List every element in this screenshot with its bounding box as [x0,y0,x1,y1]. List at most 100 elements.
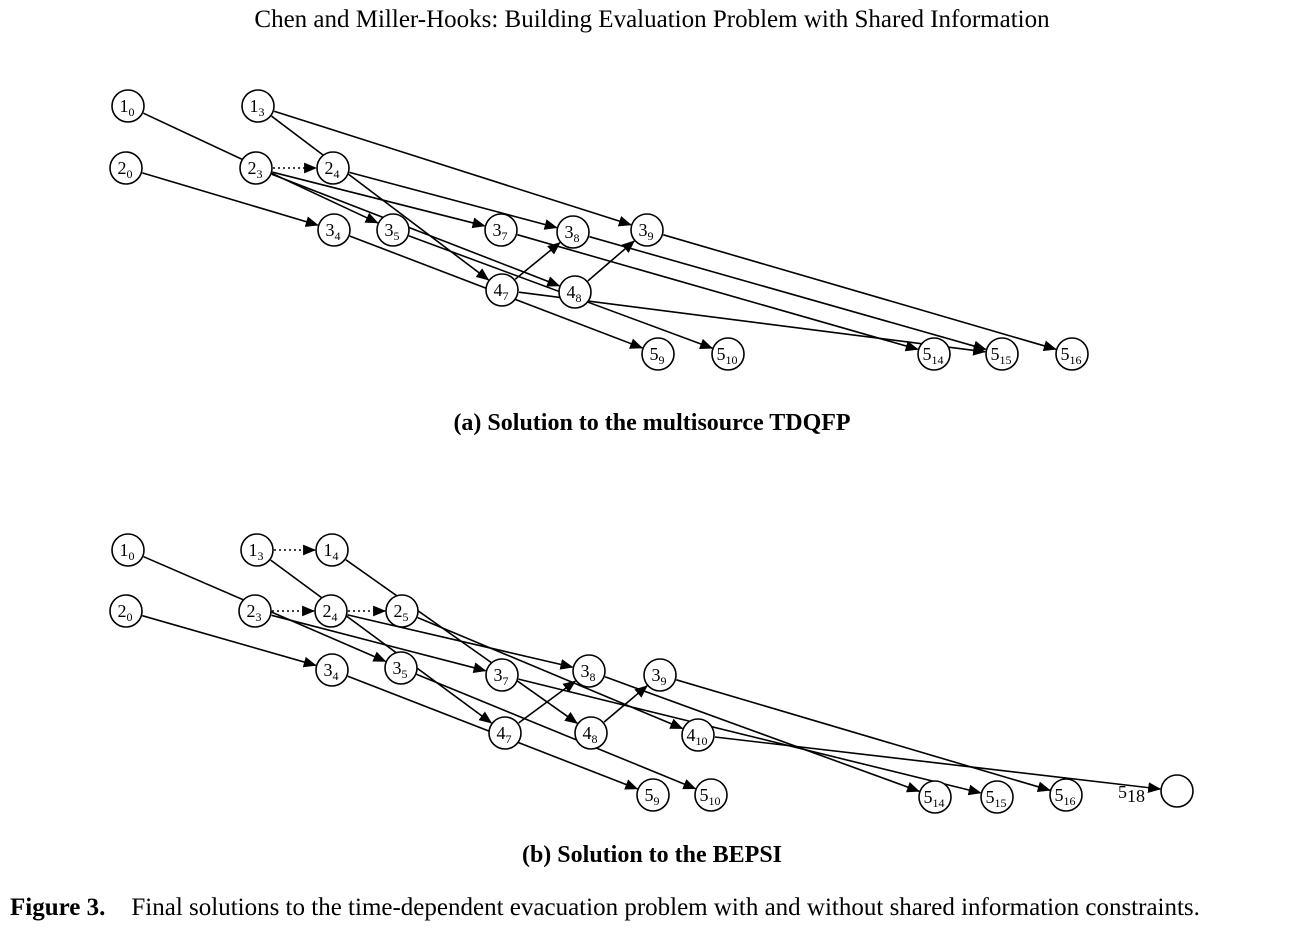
node-label-main: 3 [581,661,590,681]
node-label-subscript: 9 [659,353,665,367]
node-label-subscript: 0 [127,610,133,624]
node-label-main: 3 [494,665,503,685]
node-label-subscript: 9 [661,674,667,688]
node-label: 516 [1061,344,1082,367]
node-label-subscript: 4 [334,167,340,181]
node-label-subscript: 5 [403,610,409,624]
node-label: 59 [650,344,665,367]
node-label-main: 5 [923,344,932,364]
node-b-2_5: 25 [385,594,419,628]
node-circle [240,533,274,567]
node-a-4_7: 47 [485,273,519,307]
node-circle [985,337,1019,371]
node-a-3_7: 37 [484,213,518,247]
node-label-main: 5 [1055,785,1064,805]
node-label-main: 5 [645,785,654,805]
edge-b-4_10-to-5_18 [714,736,1162,793]
edge-a-2_3-to-4_8 [271,173,561,287]
node-circle [643,658,677,692]
node-b-4_10: 410 [681,718,715,752]
node-circle [314,594,348,628]
node-label-subscript: 7 [503,289,509,303]
node-label-main: 3 [639,220,648,240]
node-label: 47 [494,280,509,303]
node-label-subscript: 7 [503,674,509,688]
edge-a-3_9-to-5_16 [663,234,1057,352]
node-label: 34 [324,660,339,683]
node-label-main: 2 [248,158,257,178]
node-label-subscript: 15 [995,796,1007,810]
node-label-main: 2 [325,158,334,178]
node-label-subscript: 3 [259,105,265,119]
node-label-subscript: 15 [1000,353,1012,367]
node-b-1_4: 14 [315,533,349,567]
node-circle [316,151,350,185]
node-label: 37 [494,665,509,688]
node-label-main: 3 [324,660,333,680]
node-b-2_0: 20 [109,594,143,628]
edge-a-2_4-to-3_8 [349,171,558,230]
node-label-subscript: 18 [1127,786,1145,806]
node-circle [238,594,272,628]
node-label: 20 [118,158,133,181]
node-label-main: 1 [120,540,129,560]
node-label: 59 [645,785,660,808]
edge-b-2_3-to-3_7 [271,614,487,673]
node-label: 518 [1118,782,1145,806]
node-b-5_14: 514 [918,780,952,814]
node-circle [109,151,143,185]
edge-a-3_7-to-5_14 [517,233,919,352]
node-label-main: 2 [247,601,256,621]
node-circle [376,213,410,247]
node-label-subscript: 4 [332,610,338,624]
edge-a-4_7-to-5_15 [518,291,987,356]
node-label: 38 [581,661,596,684]
node-circle [917,337,951,371]
node-label: 516 [1055,785,1076,808]
node-b-3_8: 38 [572,654,606,688]
node-b-2_3: 23 [238,594,272,628]
node-label-subscript: 5 [402,667,408,681]
node-circle [918,780,952,814]
node-label-subscript: 10 [696,734,708,748]
node-label-main: 3 [652,665,661,685]
node-label: 515 [986,787,1007,810]
node-label-subscript: 10 [726,353,738,367]
node-circle [385,594,419,628]
node-a-2_0: 20 [109,151,143,185]
node-circle [558,275,592,309]
node-label: 14 [324,540,339,563]
node-b-3_9: 39 [643,658,677,692]
node-label: 10 [120,96,135,119]
node-label-main: 1 [324,540,333,560]
node-label: 35 [393,658,408,681]
node-label-subscript: 7 [506,732,512,746]
node-label-main: 5 [986,787,995,807]
node-label-subscript: 16 [1064,794,1076,808]
node-b-1_0: 10 [111,533,145,567]
node-a-1_3: 13 [241,89,275,123]
panel-b-caption: (b) Solution to the BEPSI [521,842,783,868]
node-circle [109,594,143,628]
node-label-main: 1 [249,540,258,560]
node-label: 23 [247,601,262,624]
node-label-subscript: 3 [258,549,264,563]
node-label: 510 [717,344,738,367]
node-label-subscript: 9 [648,229,654,243]
node-a-5_14: 514 [917,337,951,371]
edge-b-4_8-to-3_9 [603,685,648,723]
node-label: 34 [326,220,341,243]
node-label-main: 5 [1061,344,1070,364]
edge-a-3_8-to-5_15 [589,235,987,352]
node-label-main: 2 [394,601,403,621]
edge-a-4_7-to-3_8 [514,242,561,280]
node-circle [572,654,606,688]
node-label: 47 [497,723,512,746]
node-label: 37 [493,220,508,243]
node-a-5_9: 59 [641,337,675,371]
node-label-subscript: 8 [590,670,596,684]
node-b-1_3: 13 [240,533,274,567]
node-label-main: 3 [565,222,574,242]
node-circle [636,778,670,812]
